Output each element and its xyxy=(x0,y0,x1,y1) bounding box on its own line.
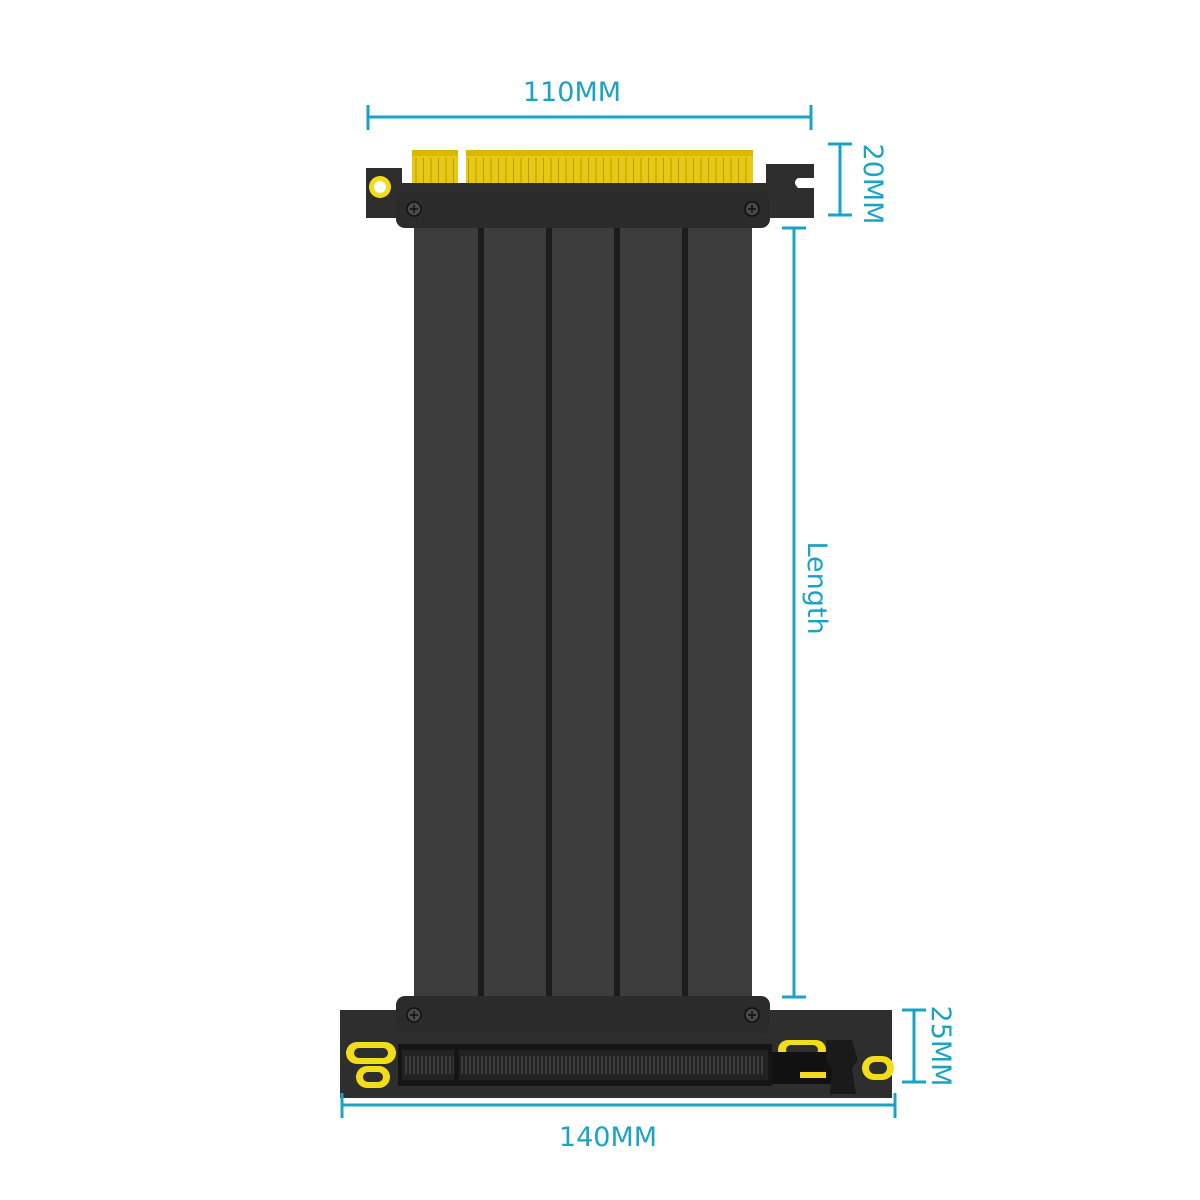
label-length: Length xyxy=(801,541,832,634)
pcie-slot xyxy=(398,1044,772,1086)
screw-icon xyxy=(744,1007,760,1023)
slot-latch-icon xyxy=(772,1040,858,1094)
label-bottom-height: 25MM xyxy=(925,1006,956,1087)
dim-line-bottom-height xyxy=(902,1008,926,1084)
label-bottom-width: 140MM xyxy=(559,1122,657,1153)
dim-line-top-height xyxy=(828,142,852,217)
dim-line-bottom-width xyxy=(340,1093,897,1118)
top-connector xyxy=(366,150,814,228)
dim-line-length xyxy=(782,226,806,999)
screw-icon xyxy=(744,201,760,217)
screw-icon xyxy=(406,1007,422,1023)
dim-line-top-width xyxy=(366,105,813,130)
cable-strip xyxy=(414,228,478,998)
screw-icon xyxy=(406,201,422,217)
ribbon-cable xyxy=(414,228,752,998)
label-top-height: 20MM xyxy=(857,144,888,225)
bottom-clamp xyxy=(396,996,770,1033)
cable-strip xyxy=(552,228,614,998)
top-clamp xyxy=(396,191,770,228)
label-top-width: 110MM xyxy=(523,77,621,108)
mount-hole-icon xyxy=(346,1042,396,1088)
cable-strip xyxy=(688,228,752,998)
bottom-connector xyxy=(340,996,894,1098)
cable-strip xyxy=(620,228,682,998)
mount-hole-icon xyxy=(369,176,391,198)
cable-strip xyxy=(484,228,546,998)
